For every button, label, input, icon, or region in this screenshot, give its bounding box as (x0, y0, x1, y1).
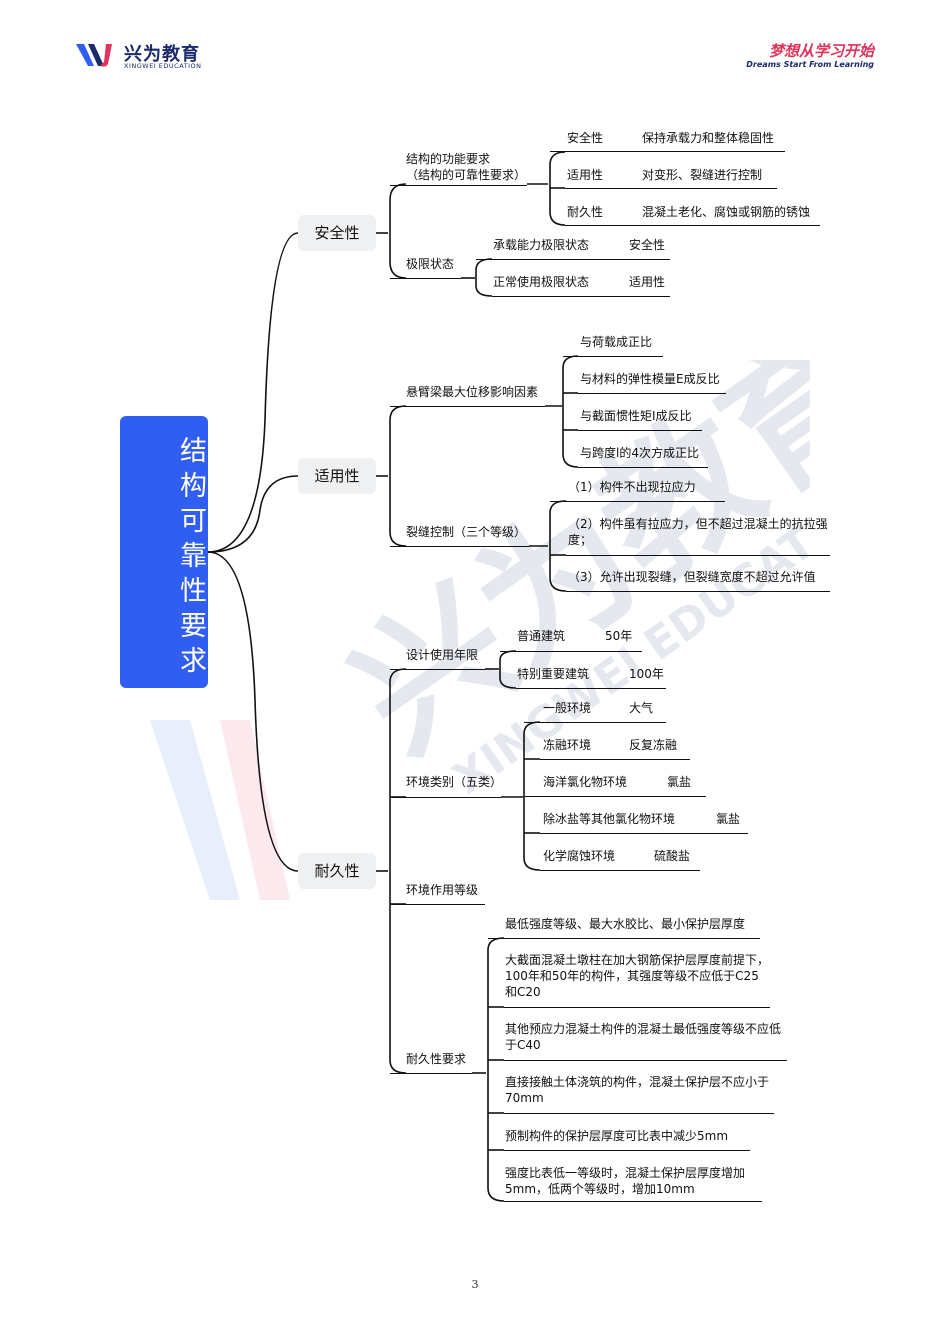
underline (504, 1060, 787, 1061)
service-life-key: 普通建筑 (517, 629, 566, 643)
durability-req-item: 预制构件的保护层厚度可比表中减少5mm (505, 1129, 729, 1143)
env-key: 冻融环境 (543, 738, 592, 752)
limit-item-key: 正常使用极限状态 (493, 275, 590, 289)
underline (540, 870, 700, 871)
underline (504, 1007, 770, 1008)
underline (565, 188, 777, 189)
crack-control-title: 裂缝控制（三个等级） (406, 525, 527, 539)
durability-req-item: 大截面混凝土墩柱在加大钢筋保护层厚度前提下，100年和50年的构件，其强度等级不… (505, 953, 770, 999)
logo-mark-icon (74, 42, 120, 72)
underline (578, 430, 702, 431)
func-req-subtitle: （结构的可靠性要求） (406, 168, 527, 182)
underline (390, 546, 529, 547)
crack-level: （2）构件虽有拉应力，但不超过混凝土的抗拉强度； (568, 517, 828, 547)
func-req-title: 结构的功能要求 (406, 152, 491, 166)
service-life-title: 设计使用年限 (406, 648, 479, 662)
underline (540, 759, 690, 760)
durability-req-item: 直接接触土体浇筑的构件，混凝土保护层不应小于70mm (505, 1075, 770, 1105)
underline (578, 467, 708, 468)
underline (390, 185, 527, 186)
underline (566, 591, 830, 592)
limit-item-value: 安全性 (629, 238, 666, 252)
underline (565, 225, 820, 226)
underline (390, 278, 461, 279)
env-key: 化学腐蚀环境 (543, 849, 616, 863)
service-life-value: 100年 (629, 667, 664, 681)
slogan: 梦想从学习开始 (768, 42, 874, 60)
cantilever-factor: 与材料的弹性模量E成反比 (580, 372, 720, 386)
func-item-value: 混凝土老化、腐蚀或钢筋的锈蚀 (642, 205, 811, 219)
underline (476, 259, 670, 260)
durability-req-item: 其他预应力混凝土构件的混凝土最低强度等级不应低于C40 (505, 1022, 782, 1052)
category-serviceability: 适用性 (298, 458, 376, 494)
underline (488, 938, 760, 939)
env-value: 反复冻融 (629, 738, 678, 752)
underline (550, 151, 785, 152)
env-value: 氯盐 (716, 812, 741, 826)
durability-req-item: 最低强度等级、最大水胶比、最小保护层厚度 (505, 917, 746, 931)
limit-state-title: 极限状态 (406, 257, 455, 271)
func-item-value: 保持承载力和整体稳固性 (642, 131, 775, 145)
env-key: 海洋氯化物环境 (543, 775, 628, 789)
underline (504, 1150, 750, 1151)
category-safety: 安全性 (298, 215, 376, 251)
durability-req-item: 强度比表低一等级时，混凝土保护层厚度增加5mm，低两个等级时，增加10mm (505, 1166, 746, 1196)
underline (390, 406, 545, 407)
env-value: 大气 (629, 701, 654, 715)
category-durability: 耐久性 (298, 853, 376, 889)
func-item-value: 对变形、裂缝进行控制 (642, 168, 763, 182)
underline (563, 356, 663, 357)
underline (516, 688, 666, 689)
underline (390, 797, 501, 798)
brand-name-en: XINGWEI EDUCATION (124, 62, 202, 70)
limit-item-key: 承载能力极限状态 (493, 238, 590, 252)
underline (578, 393, 726, 394)
slogan-en: Dreams Start From Learning (746, 60, 874, 69)
durability-req-title: 耐久性要求 (406, 1052, 467, 1066)
underline (550, 501, 725, 502)
cantilever-factor: 与荷载成正比 (580, 335, 653, 349)
root-node: 结构可靠性要求 (120, 416, 208, 688)
cantilever-factor: 与截面惯性矩I成反比 (580, 409, 692, 423)
env-value: 硫酸盐 (654, 849, 691, 863)
limit-item-value: 适用性 (629, 275, 666, 289)
underline (492, 296, 670, 297)
underline (390, 904, 485, 905)
underline (524, 722, 666, 723)
underline (524, 796, 706, 797)
crack-level: （1）构件不出现拉应力 (568, 480, 696, 494)
env-key: 除冰盐等其他氯化物环境 (543, 812, 676, 826)
service-life-key: 特别重要建筑 (517, 667, 590, 681)
underline (390, 1073, 472, 1074)
crack-level: （3）允许出现裂缝，但裂缝宽度不超过允许值 (568, 570, 816, 584)
underline (540, 833, 748, 834)
service-life-value: 50年 (605, 629, 633, 643)
func-item-key: 安全性 (567, 131, 604, 145)
cantilever-title: 悬臂梁最大位移影响因素 (406, 385, 539, 399)
func-item-key: 耐久性 (567, 205, 604, 219)
env-action-grade: 环境作用等级 (406, 883, 479, 897)
underline (500, 651, 642, 652)
env-class-title: 环境类别（五类） (406, 775, 503, 789)
underline (566, 555, 830, 556)
underline (504, 1113, 774, 1114)
env-key: 一般环境 (543, 701, 592, 715)
cantilever-factor: 与跨度l的4次方成正比 (580, 446, 699, 460)
brand-name: 兴为教育 (124, 44, 200, 65)
underline (390, 669, 485, 670)
underline (504, 1201, 762, 1202)
env-value: 氯盐 (667, 775, 692, 789)
func-item-key: 适用性 (567, 168, 604, 182)
page-number: 3 (471, 1278, 479, 1291)
